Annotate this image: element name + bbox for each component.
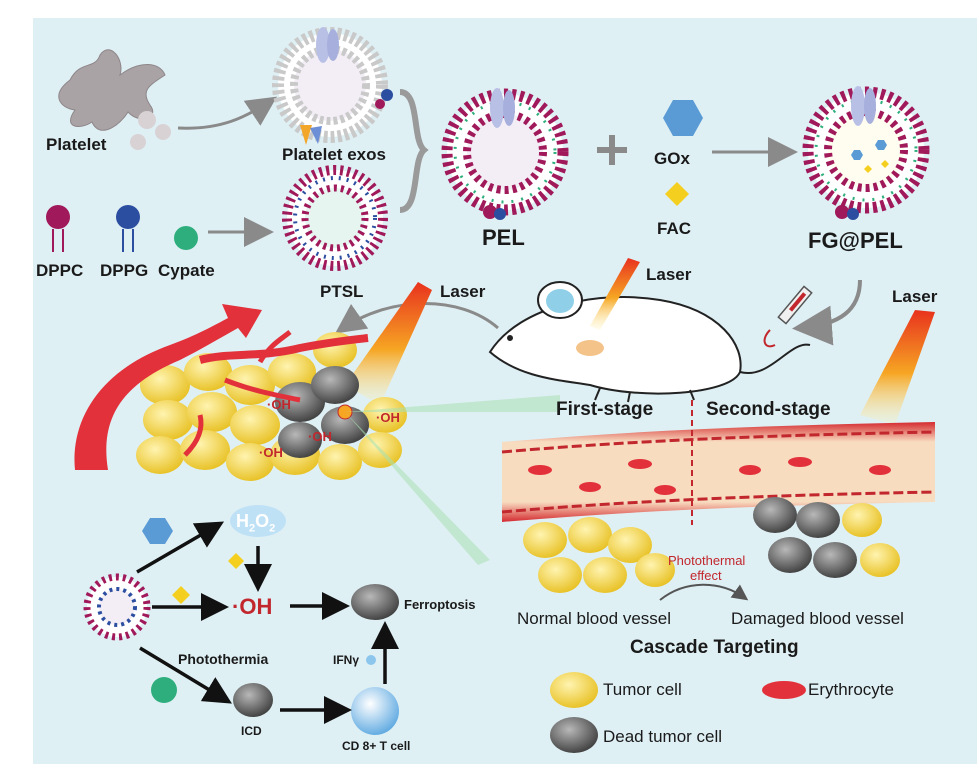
label-gox: GOx [654, 149, 690, 168]
ferroptosis-cell-icon [351, 584, 399, 620]
label-oh-radical: ·OH [232, 594, 273, 619]
mech-fac-icon-1 [228, 553, 244, 569]
mech-fac-icon-2 [172, 586, 190, 604]
platelet-exos-vesicle [272, 27, 393, 145]
label-cypate: Cypate [158, 261, 215, 280]
vessel-laser-beam [860, 310, 935, 425]
legend-tumor-icon [550, 672, 598, 708]
arrow-platelet-to-exos [177, 96, 277, 130]
arrow-to-h2o2 [136, 521, 225, 574]
label-platelet: Platelet [46, 135, 107, 154]
photothermal-arrow [659, 583, 749, 601]
gox-icon [663, 100, 703, 136]
zoom-ray-lower [345, 412, 490, 565]
label-h2o2: H2O2 [236, 511, 276, 535]
label-dppc: DPPC [36, 261, 84, 280]
label-platelet-exos: Platelet exos [282, 145, 386, 164]
ifn-dot-icon [366, 655, 376, 665]
arrow-to-icd [139, 646, 232, 704]
label-tcell: CD 8+ T cell [342, 739, 411, 753]
tcell-icon [351, 687, 399, 735]
label-second-stage: Second-stage [706, 399, 831, 420]
legend-erythrocyte: Erythrocyte [808, 680, 894, 699]
dppg-lipid-icon [116, 205, 140, 252]
label-damaged-vessel: Damaged blood vessel [731, 609, 904, 628]
label-laser-vessel: Laser [892, 287, 938, 306]
zoom-ray-upper [345, 395, 560, 412]
label-laser-mouse: Laser [646, 265, 692, 284]
fgpel-vesicle [802, 86, 930, 220]
legend-dead-icon [550, 717, 598, 753]
label-photothermal: Photothermal [668, 553, 746, 568]
label-fac: FAC [657, 219, 691, 238]
label-pel: PEL [482, 225, 525, 250]
label-dppg: DPPG [100, 261, 149, 280]
plus-sign [597, 135, 627, 165]
label-oh-2: ·OH [376, 410, 400, 425]
label-oh-1: ·OH [267, 397, 291, 412]
label-ifn: IFNγ [333, 653, 360, 667]
vessel-tumor-cells [523, 497, 900, 593]
merge-brace [399, 89, 429, 213]
tumor-laser-beam [345, 282, 432, 405]
h2o2-bubble [230, 505, 286, 537]
mouse-icon [488, 281, 811, 403]
label-first-stage: First-stage [556, 399, 654, 420]
legend-dead-tumor-cell: Dead tumor cell [603, 727, 723, 746]
label-photothermia: Photothermia [178, 651, 269, 667]
tumor-tissue [74, 304, 407, 481]
label-icd: ICD [241, 724, 262, 738]
arrow-fgpel-to-mouse [792, 279, 862, 346]
label-effect: effect [690, 568, 722, 583]
mech-gox-icon [142, 518, 173, 544]
label-fgpel: FG@PEL [808, 228, 903, 253]
label-ferroptosis: Ferroptosis [404, 597, 476, 612]
dppc-lipid-icon [46, 205, 70, 252]
label-oh-3: ·OH [308, 429, 332, 444]
label-normal-vessel: Normal blood vessel [517, 609, 672, 628]
mouse-laser-beam [590, 258, 640, 330]
mech-cypate-icon [151, 677, 177, 703]
platelet-icon [58, 49, 171, 150]
fac-icon [665, 182, 689, 206]
blood-vessel [501, 400, 936, 525]
label-ptsl: PTSL [320, 282, 364, 301]
cypate-icon [174, 226, 198, 250]
mechanism-liposome [83, 573, 151, 641]
ptsl-liposome [282, 165, 388, 271]
label-oh-4: ·OH [259, 445, 283, 460]
legend-erythrocyte-icon [762, 681, 806, 699]
pel-vesicle [441, 88, 569, 220]
syringe-icon [763, 285, 813, 348]
icd-cell-icon [233, 683, 273, 717]
label-laser-tumor: Laser [440, 282, 486, 301]
label-cascade-targeting: Cascade Targeting [630, 637, 799, 658]
legend-tumor-cell: Tumor cell [603, 680, 682, 699]
